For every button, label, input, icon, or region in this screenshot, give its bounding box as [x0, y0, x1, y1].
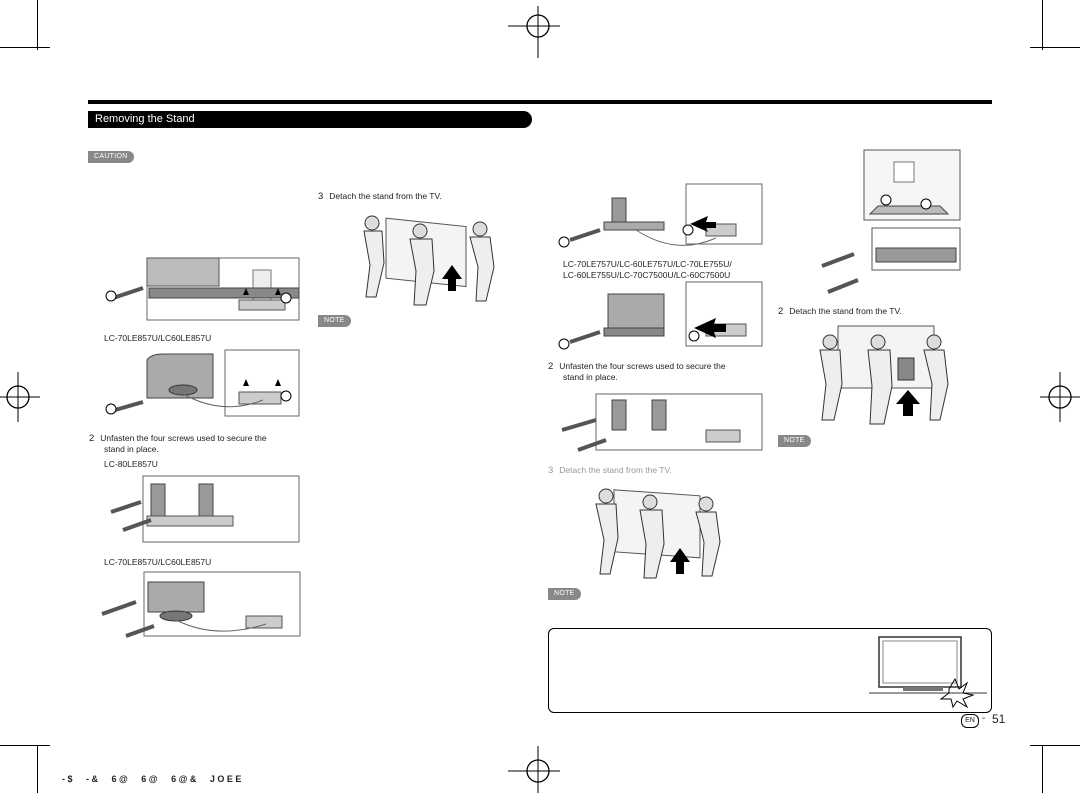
people-lifting-tv-illustration — [819, 325, 949, 425]
stand-screws-illustration — [101, 571, 301, 638]
note-badge: NOTE — [548, 588, 581, 600]
note-badge: NOTE — [778, 435, 811, 447]
info-box — [548, 628, 992, 713]
header-rule — [88, 100, 992, 104]
stand-screws-illustration — [821, 149, 961, 294]
step-2-instruction-cont: stand in place. — [563, 372, 618, 382]
people-lifting-tv-illustration — [363, 215, 495, 306]
stand-screws-illustration — [561, 393, 763, 452]
section-title: Removing the Stand — [95, 113, 195, 125]
people-lifting-tv-illustration — [595, 488, 721, 579]
registration-mark — [508, 6, 560, 58]
registration-mark — [0, 372, 40, 422]
note-badge: NOTE — [318, 315, 351, 327]
model-list: LC-70LE757U/LC-60LE757U/LC-70LE755U/ — [563, 259, 732, 269]
section-title-bar: Removing the Stand — [88, 111, 532, 128]
registration-mark — [508, 746, 560, 793]
tv-edge-illustration — [869, 636, 987, 709]
footer-code: -$ -& 6@ 6@ 6@& JOEE — [62, 774, 244, 784]
language-badge: EN — [961, 714, 979, 728]
stand-screws-illustration — [110, 475, 300, 543]
caution-badge: CAUTION — [88, 151, 134, 163]
page-number: 51 — [992, 712, 1006, 726]
model-label: LC-80LE857U — [104, 459, 158, 469]
model-list: LC-60LE755U/LC-70C7500U/LC-60C7500U — [563, 270, 731, 280]
stand-screws-illustration — [105, 349, 300, 417]
page-separator: - — [982, 713, 986, 724]
registration-mark — [1040, 372, 1080, 422]
step-2-instruction-cont: stand in place. — [104, 444, 159, 454]
stand-screws-illustration — [105, 257, 300, 321]
model-label: LC-70LE857U/LC60LE857U — [104, 557, 212, 567]
stand-screws-illustration — [558, 281, 763, 350]
model-label: LC-70LE857U/LC60LE857U — [104, 333, 212, 343]
stand-screws-illustration — [558, 183, 763, 248]
